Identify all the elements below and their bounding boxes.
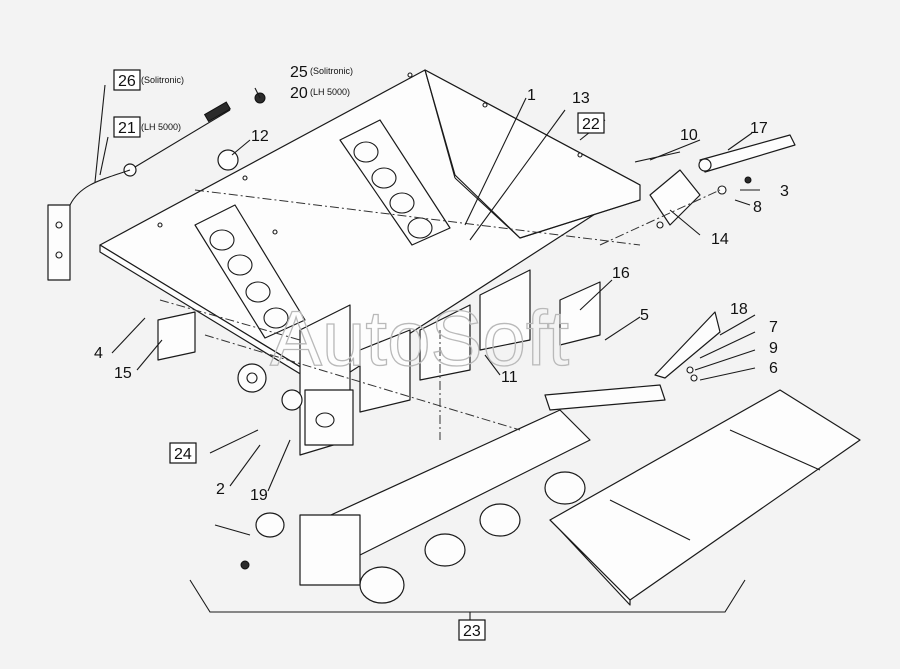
note-lh5000-21: (LH 5000) — [141, 122, 181, 132]
callout-10: 10 — [680, 127, 698, 144]
callout-9: 9 — [769, 340, 778, 357]
assembly-centerlines — [159, 189, 721, 440]
scraper-blade-18 — [654, 311, 721, 379]
side-panel-edge — [454, 177, 641, 239]
bracket-16 — [559, 281, 601, 346]
callout-21: 21 — [118, 120, 136, 137]
callout-box-24 — [169, 442, 197, 464]
callout-22: 22 — [582, 116, 600, 133]
callout-7: 7 — [769, 319, 778, 336]
knob-12 — [217, 149, 239, 171]
lever-assembly — [634, 134, 796, 229]
callout-box-22 — [577, 112, 605, 134]
callout-11: 11 — [501, 369, 518, 386]
callout-5: 5 — [640, 307, 649, 324]
assembly-bracket-23 — [189, 579, 746, 613]
callout-19: 19 — [250, 487, 268, 504]
callout-14: 14 — [711, 231, 729, 248]
note-solitronic-26: (Solitronic) — [141, 75, 184, 85]
collection-tray — [549, 389, 861, 606]
callout-labels: 1 2 3 4 5 6 7 8 9 10 11 12 13 14 15 16 1… — [94, 64, 789, 641]
callout-box-21 — [113, 116, 141, 138]
callout-16: 16 — [612, 265, 630, 282]
sensor-cable — [47, 92, 266, 281]
leader-lines — [94, 84, 760, 492]
note-lh5000-20: (LH 5000) — [310, 87, 350, 97]
bracket-15 — [157, 311, 196, 361]
callout-box-23 — [458, 619, 486, 641]
callout-8: 8 — [753, 199, 762, 216]
callout-20: 20 — [290, 85, 308, 102]
callout-15: 15 — [114, 365, 132, 382]
callout-26: 26 — [118, 73, 136, 90]
callout-23: 23 — [463, 623, 481, 640]
hopper-slot-left — [194, 204, 306, 339]
drive-sprocket — [237, 363, 303, 411]
callout-4: 4 — [94, 345, 103, 362]
callout-13: 13 — [572, 90, 590, 107]
note-solitronic-25: (Solitronic) — [310, 66, 353, 76]
agitator-shaft-assembly — [214, 384, 666, 604]
callout-3: 3 — [780, 183, 789, 200]
callout-17: 17 — [750, 120, 768, 137]
callout-18: 18 — [730, 301, 748, 318]
watermark: AutoSoft — [270, 294, 570, 382]
callout-25: 25 — [290, 64, 308, 81]
callout-1: 1 — [527, 87, 536, 104]
hopper-plate — [99, 69, 641, 393]
agitator-housings — [299, 269, 531, 456]
callout-box-26 — [113, 69, 141, 91]
callout-6: 6 — [769, 360, 778, 377]
callout-2: 2 — [216, 481, 225, 498]
hopper-slot-right — [339, 119, 451, 246]
callout-12: 12 — [251, 128, 269, 145]
callout-24: 24 — [174, 446, 192, 463]
